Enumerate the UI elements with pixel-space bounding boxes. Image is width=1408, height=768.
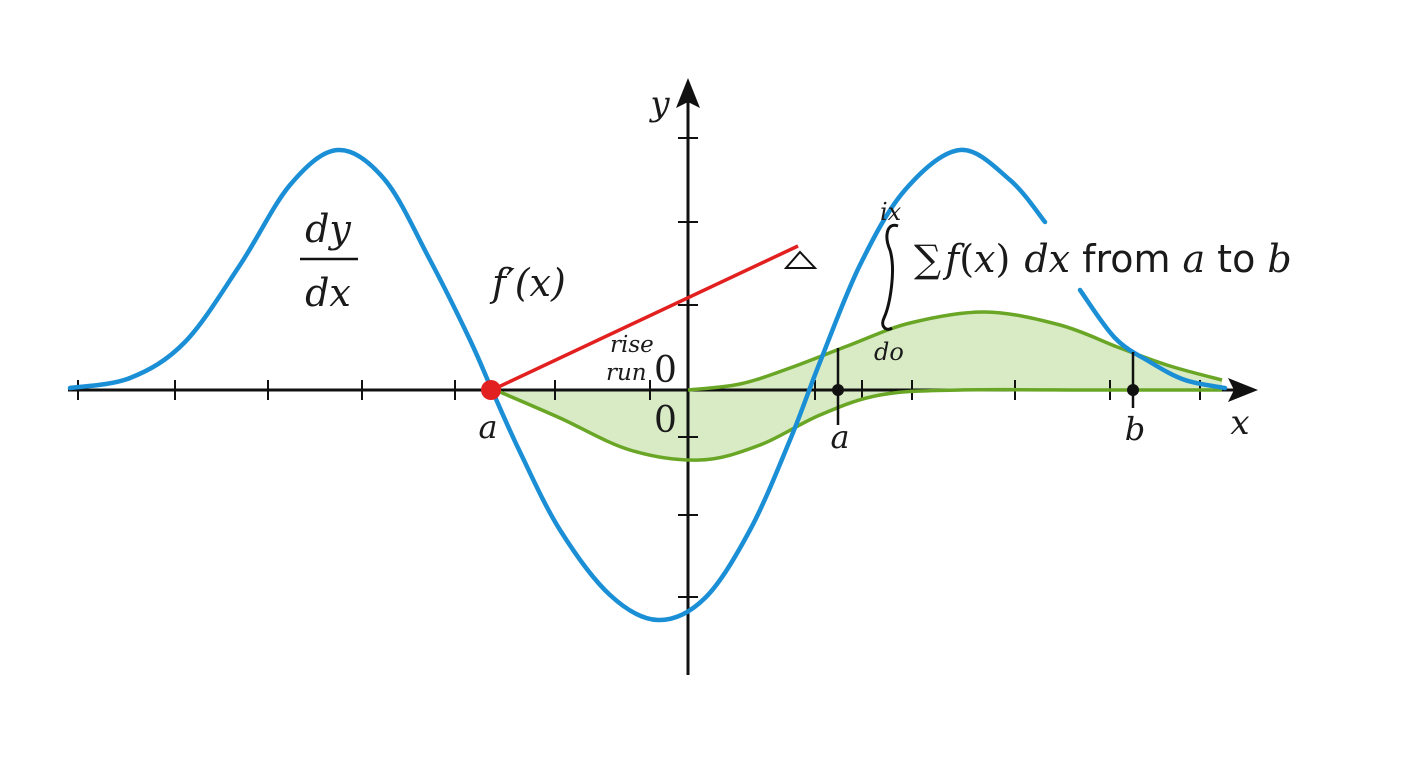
y-axis-ticks (678, 137, 698, 598)
tangent-line (491, 244, 799, 392)
x-axis-label: x (1230, 403, 1249, 443)
integral-lower-limit: do (874, 338, 904, 366)
derivative-denominator: dx (305, 271, 351, 315)
expr-dx: dx (1024, 237, 1070, 281)
f-prime-label: f′(x) (489, 261, 566, 305)
point-a-right-label: a (830, 418, 849, 456)
sum-symbol: ∑ (914, 237, 941, 281)
secondary-curve-lower (499, 387, 1222, 462)
expr-a: a (1183, 237, 1206, 281)
expr-b: b (1267, 237, 1291, 281)
rise-label: rise (610, 332, 654, 358)
run-label: run (606, 360, 647, 386)
point-b-label: b (1125, 410, 1145, 448)
integral-sign-icon (881, 223, 899, 331)
origin-label-lower: 0 (654, 400, 677, 441)
tangent-point (481, 380, 501, 400)
y-axis-arrow-icon (676, 78, 700, 108)
triangle-icon (783, 250, 818, 269)
integral-upper-limit: ix (880, 198, 902, 226)
y-axis-label: y (648, 84, 670, 124)
primary-curve (67, 147, 1048, 623)
y-axis (676, 78, 700, 675)
marker-dot-b (1127, 384, 1139, 396)
derivative-numerator: dy (305, 207, 351, 251)
point-a-left-label: a (478, 408, 497, 446)
expr-x: x (974, 237, 995, 281)
expr-paren-close: ) (995, 237, 1010, 281)
expr-from: from (1082, 237, 1170, 281)
marker-dot-a (832, 384, 844, 396)
x-axis-arrow-icon (1228, 378, 1258, 402)
expr-paren-open: ( (959, 237, 974, 281)
origin-label-upper: 0 (654, 350, 677, 391)
expr-to: to (1217, 237, 1255, 281)
primary-curve-tail (1077, 287, 1228, 391)
